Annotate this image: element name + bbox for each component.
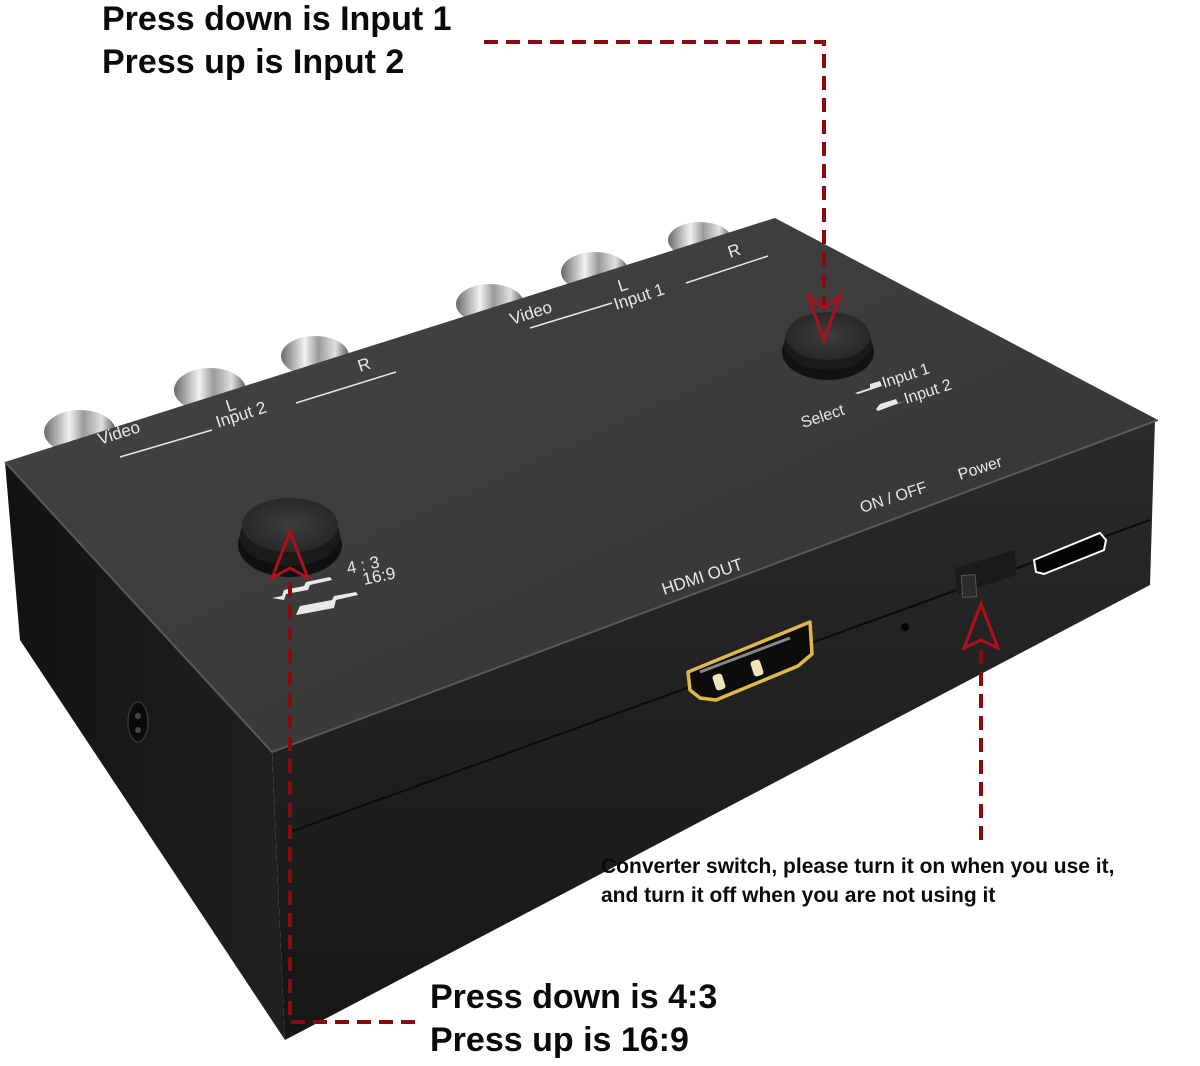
- device-front-face: [272, 420, 1155, 1040]
- callout-input-select: Press down is Input 1 Press up is Input …: [102, 0, 452, 84]
- power-port[interactable]: [1032, 531, 1108, 576]
- input1-right-label: R: [725, 240, 743, 262]
- led-indicator: [901, 623, 909, 631]
- callout-input-line-1: Press down is Input 1: [102, 0, 452, 38]
- side-jack[interactable]: [127, 701, 149, 743]
- arrow-down-icon: [804, 291, 844, 345]
- callout-power-switch: Converter switch, please turn it on when…: [601, 852, 1114, 910]
- callout-aspect-line-1: Press down is 4:3: [430, 978, 718, 1016]
- aspect-labels: 4 : 3 16:9: [272, 552, 397, 615]
- device-left-face: [5, 462, 285, 1040]
- input-select-button[interactable]: [782, 312, 874, 380]
- callout-line-input: [484, 40, 826, 310]
- callout-arrowheads: [269, 291, 1001, 651]
- callout-input-line-2: Press up is Input 2: [102, 43, 405, 81]
- callout-aspect-ratio: Press down is 4:3 Press up is 16:9: [430, 976, 717, 1062]
- callout-lines: [288, 40, 983, 1024]
- arrow-up-icon: [961, 599, 1001, 651]
- callout-line-aspect: [288, 575, 415, 1024]
- callout-power-line-2: and turn it off when you are not using i…: [601, 884, 996, 907]
- callout-power-line-1: Converter switch, please turn it on when…: [601, 855, 1115, 878]
- arrow-up-icon: [269, 527, 311, 582]
- power-toggle-switch[interactable]: [955, 550, 1016, 598]
- input2-right-label: R: [355, 354, 373, 376]
- hdmi-out-port[interactable]: [686, 620, 814, 702]
- callout-aspect-line-2: Press up is 16:9: [430, 1021, 689, 1059]
- aspect-ratio-button[interactable]: [238, 498, 342, 577]
